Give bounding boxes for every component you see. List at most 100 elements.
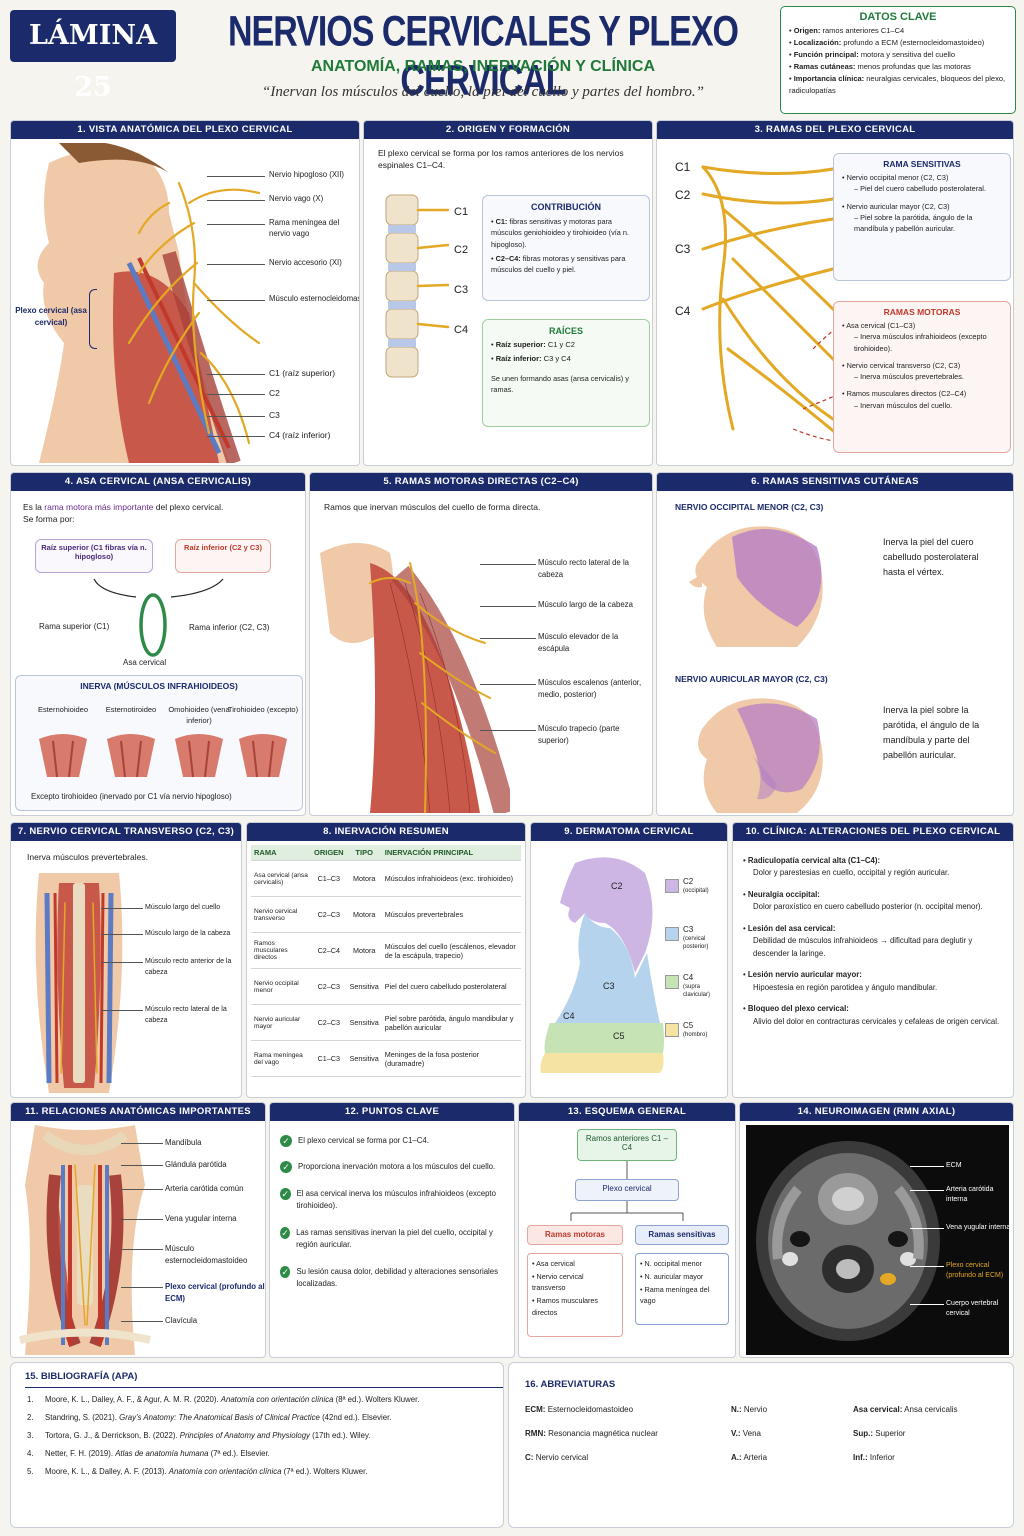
key-data-value: profundo a ECM (esternocleidomastoideo) — [843, 38, 985, 47]
branch-name: Nervio occipital menor (C2, C3) — [846, 173, 949, 182]
legend-swatch — [665, 879, 679, 893]
table-header: TIPO — [346, 845, 382, 861]
leader-line — [121, 1219, 163, 1220]
legend-desc: (hombro) — [683, 1032, 708, 1038]
legend-swatch — [665, 1023, 679, 1037]
muscle-label: Músculo largo del cuello — [145, 904, 221, 911]
legend-swatch — [665, 975, 679, 989]
leader-line — [480, 564, 536, 565]
page-quote: “Inervan los músculos del cuello, la pie… — [262, 84, 704, 100]
contribution-box: CONTRIBUCIÓN • C1: fibras sensitivas y m… — [482, 195, 650, 301]
anatomy-label: Nervio accesorio (XI) — [269, 258, 342, 267]
key-data-key: Origen: — [793, 26, 821, 35]
panel-title: 8. INERVACIÓN RESUMEN — [247, 823, 525, 841]
panel-anatomical-view: 1. VISTA ANATÓMICA DEL PLEXO CERVICAL Pl… — [10, 120, 360, 466]
branch-item: • Ramos musculares directos (C2–C4)– Ine… — [842, 388, 1002, 411]
head-occipital-illustration — [689, 526, 823, 647]
key-point-text: Proporciona inervación motora a los músc… — [298, 1162, 496, 1172]
branch-desc: – Piel sobre la parótida, ángulo de la m… — [854, 212, 973, 234]
inferior-root-box: Raíz inferior (C2 y C3) — [175, 539, 271, 573]
occipital-desc: Inerva la piel del cuero cabelludo poste… — [883, 537, 979, 577]
dermatome-map-label: C2 — [611, 881, 623, 891]
panel-relations: 11. RELACIONES ANATÓMICAS IMPORTANTES Ma… — [10, 1102, 266, 1358]
reference-title: Gray’s Anatomy: The Anatomical Basis of … — [119, 1412, 320, 1422]
contribution-key: C1: — [495, 217, 508, 226]
infrahyoid-muscle-icon — [175, 734, 223, 778]
table-header: ORIGEN — [311, 845, 347, 861]
legend-level: C2 — [683, 877, 694, 886]
panel-abbreviations: 16. ABREVIATURAS ECM: Esternocleidomasto… — [508, 1362, 1014, 1528]
reference-number: 4. — [27, 1448, 34, 1458]
scheme-motor-list: • Asa cervical• Nervio cervical transver… — [527, 1253, 623, 1337]
clinical-item: • Radiculopatía cervical alta (C1–C4):Do… — [743, 855, 1009, 880]
reference-item: 3.Tortora, G. J., & Derrickson, B. (2022… — [27, 1427, 497, 1445]
leader-line — [101, 908, 143, 909]
table-cell: Nervio auricular mayor — [251, 1004, 311, 1041]
leader-line — [207, 300, 265, 301]
prevertebral-illustration — [35, 873, 123, 1093]
check-icon: ✓ — [280, 1265, 291, 1278]
reference-authors: Moore, K. L., & Dalley, A. F. (2013). — [45, 1466, 167, 1476]
neck-anatomy-illustration — [37, 143, 261, 463]
root-key: Raíz superior: — [495, 340, 546, 349]
abbreviation-key: A.: — [731, 1453, 742, 1462]
scheme-item-text: Ramos musculares directos — [532, 1296, 599, 1317]
branch-desc: – Inerva músculos prevertebrales. — [854, 372, 964, 382]
leader-line — [480, 730, 536, 731]
key-data-key: Importancia clínica: — [793, 74, 865, 83]
key-point: ✓El plexo cervical se forma por C1–C4. — [280, 1135, 510, 1147]
reference-number: 5. — [27, 1466, 34, 1476]
anatomy-label: C1 (raíz superior) — [269, 368, 336, 378]
panel-title: 4. ASA CERVICAL (ANSA CERVICALIS) — [11, 473, 305, 491]
muscle-label: Músculo recto lateral de la cabeza — [538, 558, 630, 580]
leader-line — [121, 1143, 163, 1144]
reference-number: 2. — [27, 1412, 34, 1422]
muscle-name: Esternotiroideo — [105, 705, 157, 714]
clinical-key: Radiculopatía cervical alta (C1–C4): — [747, 856, 881, 865]
abbreviation-key: C: — [525, 1453, 534, 1462]
contribution-value: fibras motoras y sensitivas para músculo… — [491, 253, 626, 275]
neck-muscles-illustration — [320, 543, 510, 813]
motor-branches-box: RAMAS MOTORAS • Asa cervical (C1–C3)– In… — [833, 301, 1011, 453]
reference-authors: Tortora, G. J., & Derrickson, B. (2022). — [45, 1430, 178, 1440]
key-point-text: El asa cervical inerva los músculos infr… — [296, 1188, 496, 1211]
key-data-item: • Importancia clínica: neuralgias cervic… — [789, 74, 1006, 95]
head-auricular-illustration — [698, 698, 823, 813]
clinical-item: • Lesión del asa cervical:Debilidad de m… — [743, 923, 1009, 960]
page-subtitle: ANATOMÍA, RAMAS, INERVACIÓN Y CLÍNICA — [310, 58, 656, 75]
abbreviation-item: ECM: Esternocleidomastoideo — [525, 1405, 633, 1414]
reference-number: 1. — [27, 1395, 34, 1404]
abbreviation-key: Sup.: — [853, 1429, 873, 1438]
abbreviation-key: Asa cervical: — [853, 1405, 903, 1414]
abbreviation-key: ECM: — [525, 1405, 546, 1414]
scheme-item: • Ramos musculares directos — [532, 1296, 599, 1317]
panel-transverse-cervical: 7. NERVIO CERVICAL TRANSVERSO (C2, C3) I… — [10, 822, 242, 1098]
scheme-item-text: Rama meníngea del vago — [640, 1285, 710, 1306]
panel-title: 3. RAMAS DEL PLEXO CERVICAL — [657, 121, 1013, 139]
key-point-text: Las ramas sensitivas inervan la piel del… — [296, 1227, 493, 1250]
table-cell: Motora — [346, 860, 382, 897]
lamina-badge: LÁMINA 25 — [10, 10, 176, 103]
legend-swatch — [665, 927, 679, 941]
abbreviation-item: Inf.: Inferior — [853, 1453, 895, 1462]
contribution-key: C2–C4: — [495, 253, 521, 263]
key-data-title: DATOS CLAVE — [859, 11, 937, 23]
contribution-value: fibras sensitivas y motoras para músculo… — [491, 217, 629, 249]
leader-line — [101, 1010, 143, 1011]
spinal-level-label: C1 — [454, 206, 469, 218]
inferior-branch-label: Rama inferior (C2, C3) — [189, 623, 270, 632]
legend-desc: (occipital) — [683, 888, 709, 894]
branch-desc-text: Inerva músculos prevertebrales. — [860, 372, 964, 382]
check-icon: ✓ — [280, 1161, 292, 1174]
relation-label: Vena yugular interna — [165, 1214, 237, 1223]
check-icon: ✓ — [280, 1187, 291, 1200]
muscle-label: Músculo recto lateral de la cabeza — [145, 1006, 227, 1024]
leader-line — [480, 684, 536, 685]
abbreviation-item: A.: Arteria — [731, 1453, 767, 1462]
